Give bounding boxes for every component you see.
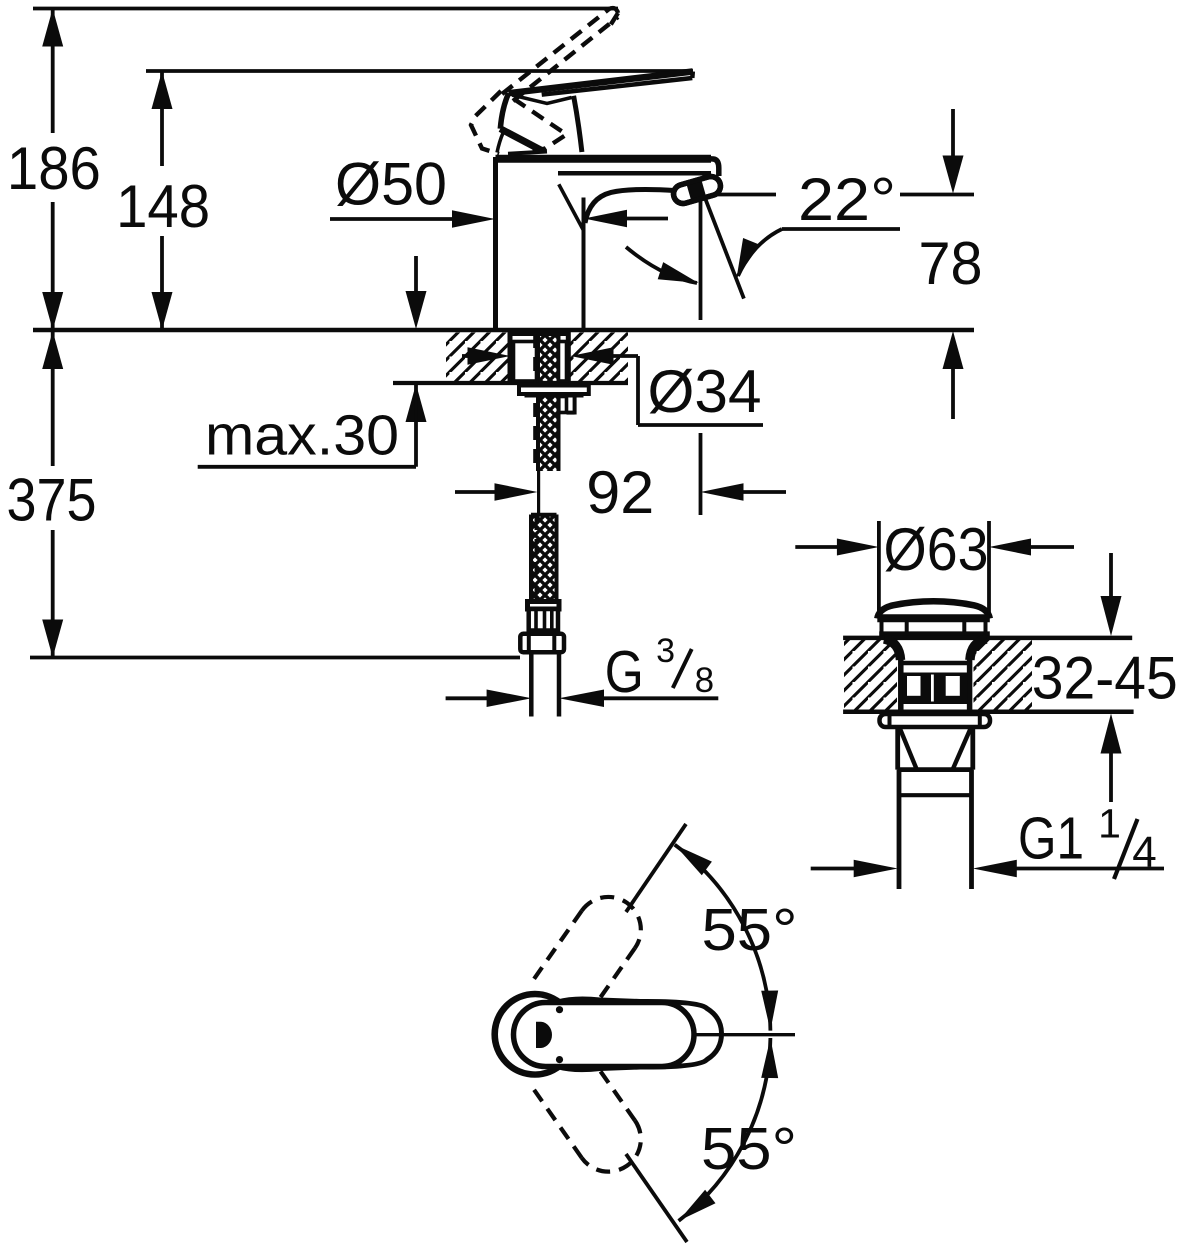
svg-text:8: 8 bbox=[695, 661, 714, 700]
svg-text:32-45: 32-45 bbox=[1032, 645, 1178, 712]
svg-text:G: G bbox=[605, 639, 644, 705]
svg-text:4: 4 bbox=[1132, 828, 1156, 877]
svg-text:55°: 55° bbox=[702, 897, 798, 963]
svg-text:max.30: max.30 bbox=[205, 404, 399, 468]
svg-text:1: 1 bbox=[1098, 801, 1121, 847]
svg-text:22°: 22° bbox=[798, 166, 896, 233]
svg-text:78: 78 bbox=[919, 230, 983, 297]
svg-text:3: 3 bbox=[656, 632, 675, 670]
svg-text:55°: 55° bbox=[701, 1116, 797, 1182]
svg-text:G1: G1 bbox=[1018, 806, 1084, 872]
svg-text:Ø63: Ø63 bbox=[884, 516, 989, 583]
svg-text:375: 375 bbox=[7, 467, 97, 534]
svg-text:92: 92 bbox=[586, 459, 654, 526]
svg-text:Ø50: Ø50 bbox=[335, 151, 447, 218]
svg-text:148: 148 bbox=[116, 173, 210, 240]
svg-text:Ø34: Ø34 bbox=[648, 358, 762, 425]
svg-text:186: 186 bbox=[7, 135, 101, 202]
